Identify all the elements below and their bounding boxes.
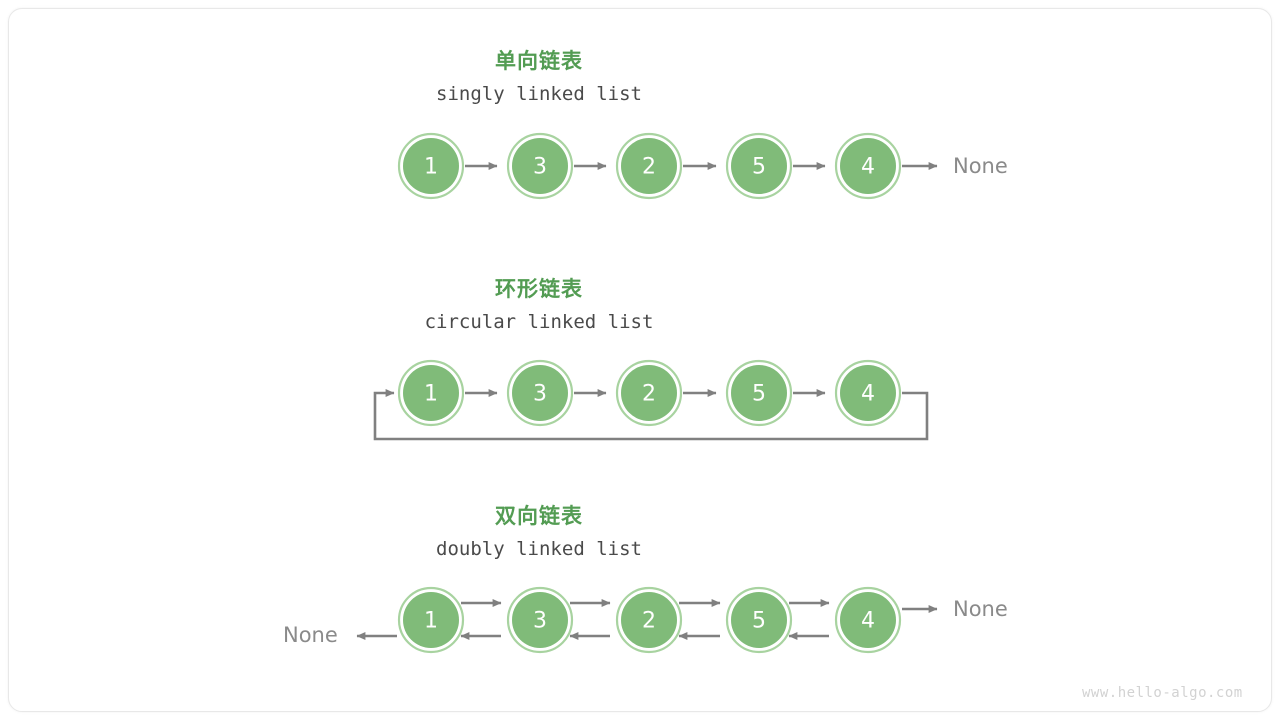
doubly-forward-edges <box>461 599 938 613</box>
node-value: 5 <box>752 609 766 634</box>
node-value: 1 <box>424 155 438 180</box>
node-value: 4 <box>861 609 875 634</box>
doubly-title-en: doubly linked list <box>436 538 642 560</box>
list-node: 2 <box>615 586 683 654</box>
node-value: 5 <box>752 382 766 407</box>
singly-linked-list-graphic: 1 3 2 5 <box>397 132 938 200</box>
list-node: 1 <box>397 359 465 427</box>
singly-title-en: singly linked list <box>436 83 642 105</box>
list-node: 2 <box>615 359 683 427</box>
list-node: 3 <box>506 586 574 654</box>
node-value: 2 <box>642 609 656 634</box>
list-node: 3 <box>506 359 574 427</box>
node-value: 3 <box>533 155 547 180</box>
node-value: 1 <box>424 609 438 634</box>
node-value: 2 <box>642 382 656 407</box>
circular-title-en: circular linked list <box>424 311 654 333</box>
circular-loop-back-edge <box>373 389 929 441</box>
circular-edges <box>373 389 929 441</box>
node-value: 4 <box>861 382 875 407</box>
circular-title-cn: 环形链表 <box>495 277 583 301</box>
watermark: www.hello-algo.com <box>1082 685 1243 701</box>
doubly-linked-list-graphic: 1 3 2 5 <box>356 586 938 654</box>
doubly-head-none-label: None <box>283 623 338 647</box>
singly-nodes: 1 3 2 5 <box>397 132 902 200</box>
list-node: 5 <box>725 132 793 200</box>
doubly-nodes: 1 3 2 5 <box>397 586 902 654</box>
singly-title-cn: 单向链表 <box>495 49 583 73</box>
list-node: 4 <box>834 359 902 427</box>
node-value: 3 <box>533 382 547 407</box>
node-value: 2 <box>642 155 656 180</box>
doubly-tail-none-label: None <box>953 597 1008 621</box>
list-node: 4 <box>834 586 902 654</box>
list-node: 2 <box>615 132 683 200</box>
circular-nodes: 1 3 2 5 <box>397 359 902 427</box>
list-node: 5 <box>725 586 793 654</box>
node-value: 4 <box>861 155 875 180</box>
list-node: 1 <box>397 132 465 200</box>
singly-tail-none-label: None <box>953 154 1008 178</box>
list-node: 3 <box>506 132 574 200</box>
node-value: 5 <box>752 155 766 180</box>
diagram-card: 单向链表 singly linked list 1 <box>8 8 1272 712</box>
doubly-title-cn: 双向链表 <box>495 504 583 528</box>
list-node: 4 <box>834 132 902 200</box>
diagram-stage: 单向链表 singly linked list 1 <box>9 9 1271 711</box>
node-value: 1 <box>424 382 438 407</box>
node-value: 3 <box>533 609 547 634</box>
list-node: 5 <box>725 359 793 427</box>
circular-linked-list-graphic: 1 3 2 5 <box>373 359 929 441</box>
list-node: 1 <box>397 586 465 654</box>
